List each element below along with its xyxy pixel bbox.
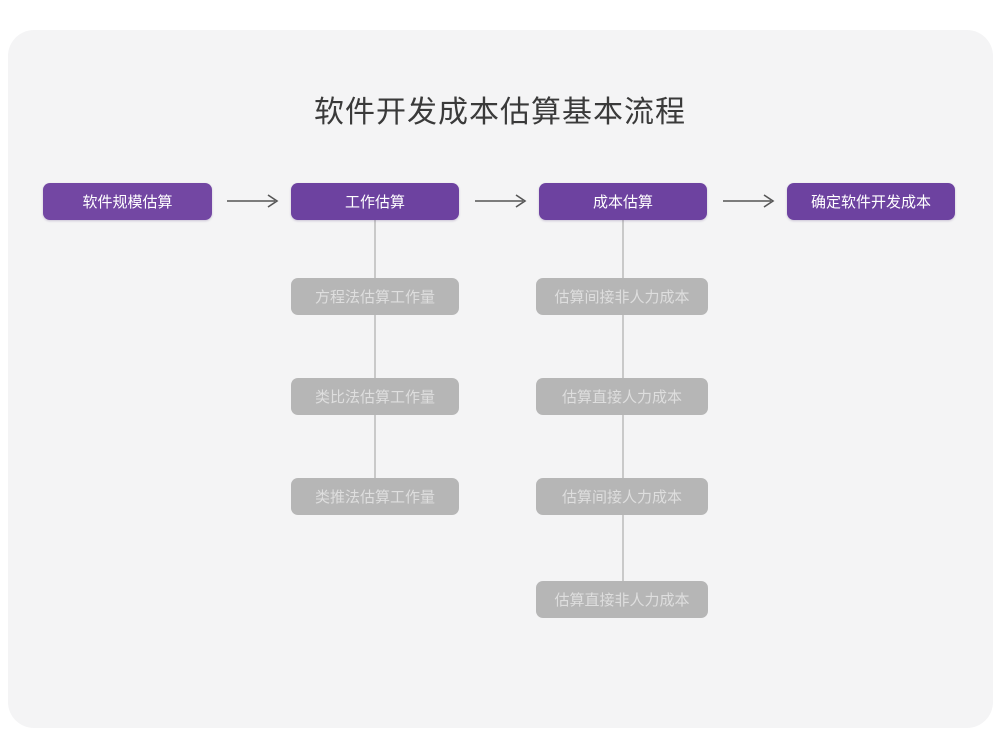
sub-node-label: 估算直接人力成本 [561,389,682,406]
sub-node-label: 估算间接人力成本 [561,489,682,506]
connector-line-cost-3 [622,415,624,497]
arrow-right-icon-2 [475,192,530,210]
connector-line-cost-2 [622,315,624,397]
flow-node-label: 成本估算 [592,194,653,211]
connector-line-cost-1 [622,217,624,297]
arrow-right-icon-1 [227,192,282,210]
connector-line-cost-4 [622,515,624,599]
connector-line-work-3 [374,415,376,497]
page-title: 软件开发成本估算基本流程 [314,96,686,129]
sub-node-indirect-labor-cost[interactable]: 估算间接人力成本 [536,478,708,515]
flow-node-label: 软件规模估算 [82,194,173,211]
arrow-right-icon-3 [723,192,778,210]
sub-node-direct-nonlabor-cost[interactable]: 估算直接非人力成本 [536,581,708,618]
sub-node-analogy-method[interactable]: 类比法估算工作量 [291,378,459,415]
flow-node-label: 确定软件开发成本 [810,194,931,211]
flow-node-label: 工作估算 [344,194,405,211]
flow-node-work-estimation[interactable]: 工作估算 [291,183,459,220]
connector-line-work-1 [374,217,376,297]
sub-node-direct-labor-cost[interactable]: 估算直接人力成本 [536,378,708,415]
sub-node-indirect-nonlabor-cost[interactable]: 估算间接非人力成本 [536,278,708,315]
sub-node-label: 估算直接非人力成本 [554,592,690,609]
flow-node-software-scale-estimation[interactable]: 软件规模估算 [43,183,212,220]
flow-node-determine-development-cost[interactable]: 确定软件开发成本 [787,183,955,220]
sub-node-label: 类比法估算工作量 [314,389,435,406]
sub-node-label: 估算间接非人力成本 [554,289,690,306]
connector-line-work-2 [374,315,376,397]
diagram-card [8,30,993,728]
sub-node-label: 方程法估算工作量 [314,289,435,306]
sub-node-equation-method[interactable]: 方程法估算工作量 [291,278,459,315]
sub-node-label: 类推法估算工作量 [314,489,435,506]
flow-node-cost-estimation[interactable]: 成本估算 [539,183,707,220]
sub-node-inference-method[interactable]: 类推法估算工作量 [291,478,459,515]
